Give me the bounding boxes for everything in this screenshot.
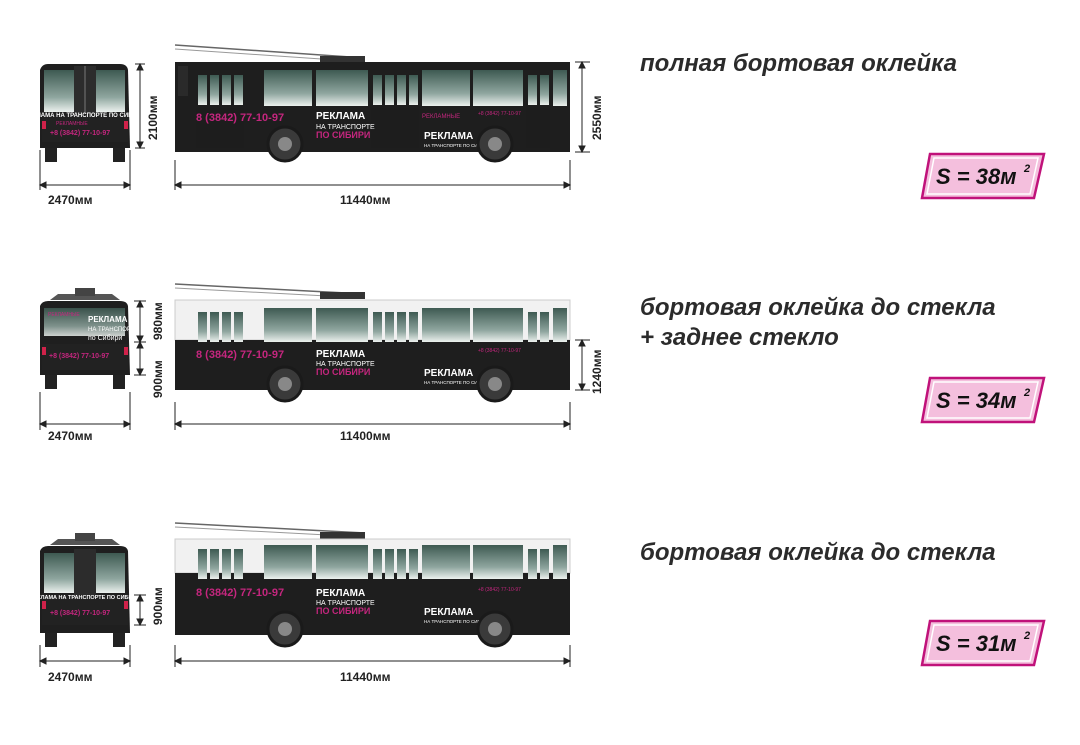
area-exponent: 2	[1023, 630, 1030, 642]
rear-phone: +8 (3842) 77-10-97	[49, 353, 109, 360]
rear-height-label: 900мм	[151, 587, 165, 625]
rear-dimensions	[38, 299, 146, 430]
side-length-label: 11440мм	[340, 670, 391, 684]
rear-ad-line2: НА ТРАНСПОРТЕ	[88, 327, 138, 333]
row-title: полная бортовая оклейка	[640, 50, 957, 77]
side-logo: РЕКЛАМНЫЕ	[422, 114, 460, 120]
area-exponent: 2	[1023, 387, 1030, 399]
rear-ad-word: РЕКЛАМА	[88, 315, 128, 324]
rear-dimensions	[38, 62, 145, 190]
row-title-line2: + заднее стекло	[640, 324, 839, 351]
rear-height-label: 2100мм	[146, 95, 160, 140]
side-dimensions	[173, 645, 572, 667]
rear-ad-line3: по Сибири	[88, 334, 122, 342]
side-view: 8 (3842) 77-10-97 РЕКЛАМА НА ТРАНСПОРТЕ …	[174, 522, 571, 648]
side-ad-line3: ПО СИБИРИ	[316, 606, 370, 616]
side-ad-line2: НА ТРАНСПОРТЕ	[316, 600, 375, 607]
area-value: S = 38м	[936, 164, 1017, 189]
side-phone: 8 (3842) 77-10-97	[196, 587, 284, 599]
rear-view: РЕКЛАМА НА ТРАНСПОРТЕ по Сибири РЕКЛАМНЫ…	[40, 288, 138, 389]
rear-phone: +8 (3842) 77-10-97	[50, 610, 110, 617]
side-small-phone: +8 (3842) 77-10-97	[478, 587, 521, 593]
side-view: 8 (3842) 77-10-97 РЕКЛАМА НА ТРАНСПОРТЕ …	[174, 44, 570, 163]
area-exponent: 2	[1023, 163, 1030, 175]
side-phone: 8 (3842) 77-10-97	[196, 349, 284, 361]
rear-lower-label: 900мм	[151, 360, 165, 398]
side-ad-word: РЕКЛАМА	[316, 349, 365, 360]
rear-view: РЕКЛАМА НА ТРАНСПОРТЕ ПО СИБИРИ РЕКЛАМНЫ…	[25, 64, 145, 162]
side-height-label: 2550мм	[590, 95, 604, 140]
scheme-row-to-glass: РЕКЛАМА НА ТРАНСПОРТЕ ПО СИБИРИ +8 (3842…	[0, 515, 1080, 695]
scheme-row-to-glass-plus-rear: РЕКЛАМА НА ТРАНСПОРТЕ по Сибири РЕКЛАМНЫ…	[0, 270, 1080, 445]
area-value: S = 31м	[936, 631, 1017, 656]
rear-view: РЕКЛАМА НА ТРАНСПОРТЕ ПО СИБИРИ +8 (3842…	[30, 533, 140, 647]
row-title: бортовая оклейка до стекла	[640, 539, 996, 566]
side-dimensions	[173, 60, 590, 190]
side-small-phone: +8 (3842) 77-10-97	[478, 348, 521, 354]
side-ad-word: РЕКЛАМА	[316, 111, 365, 122]
side-ad-small-line: НА ТРАНСПОРТЕ ПО СИБИРИ	[424, 619, 490, 624]
side-ad-line2: НА ТРАНСПОРТЕ	[316, 361, 375, 368]
side-length-label: 11400мм	[340, 429, 391, 443]
area-badge: S = 31м 2	[920, 619, 1046, 667]
area-badge: S = 38м 2	[920, 152, 1046, 200]
side-ad-word: РЕКЛАМА	[316, 588, 365, 599]
side-ad-small-line: НА ТРАНСПОРТЕ ПО СИБИРИ	[424, 143, 490, 148]
area-badge: S = 34м 2	[920, 376, 1046, 424]
side-ad-line3: ПО СИБИРИ	[316, 130, 370, 140]
side-length-label: 11440мм	[340, 193, 391, 207]
side-ad-line2: НА ТРАНСПОРТЕ	[316, 124, 375, 131]
area-value: S = 34м	[936, 388, 1017, 413]
side-dimensions	[173, 338, 590, 430]
side-view: 8 (3842) 77-10-97 РЕКЛАМА НА ТРАНСПОРТЕ …	[174, 283, 571, 403]
rear-width-label: 2470мм	[48, 193, 93, 207]
side-phone: 8 (3842) 77-10-97	[196, 112, 284, 124]
rear-width-label: 2470мм	[48, 429, 93, 443]
row-title-line1: бортовая оклейка до стекла	[640, 294, 996, 321]
side-ad-line3: ПО СИБИРИ	[316, 367, 370, 377]
rear-ad-text: РЕКЛАМА НА ТРАНСПОРТЕ ПО СИБИРИ	[25, 113, 145, 119]
scheme-row-full-wrap: РЕКЛАМА НА ТРАНСПОРТЕ ПО СИБИРИ РЕКЛАМНЫ…	[0, 0, 1080, 215]
rear-phone-text: +8 (3842) 77-10-97	[50, 130, 110, 137]
side-ad-word-2: РЕКЛАМА	[424, 607, 473, 618]
rear-upper-label: 980мм	[151, 302, 165, 340]
rear-ad-text: РЕКЛАМА НА ТРАНСПОРТЕ ПО СИБИРИ	[30, 595, 140, 601]
rear-logo: РЕКЛАМНЫЕ	[48, 312, 80, 318]
pole-1	[174, 44, 366, 59]
side-height-label: 1240мм	[590, 349, 604, 394]
rear-logo-text: РЕКЛАМНЫЕ	[56, 121, 88, 127]
to-glass-scheme: РЕКЛАМА НА ТРАНСПОРТЕ ПО СИБИРИ +8 (3842…	[30, 522, 572, 684]
side-small-phone: +8 (3842) 77-10-97	[478, 111, 521, 117]
rear-dimensions	[38, 593, 146, 667]
to-glass-rear-scheme: РЕКЛАМА НА ТРАНСПОРТЕ по Сибири РЕКЛАМНЫ…	[38, 283, 604, 443]
full-wrap-scheme: РЕКЛАМА НА ТРАНСПОРТЕ ПО СИБИРИ РЕКЛАМНЫ…	[25, 44, 604, 207]
side-ad-word-2: РЕКЛАМА	[424, 368, 473, 379]
side-ad-small-line: НА ТРАНСПОРТЕ ПО СИБИРИ	[424, 380, 490, 385]
side-ad-word-2: РЕКЛАМА	[424, 131, 473, 142]
rear-width-label: 2470мм	[48, 670, 93, 684]
